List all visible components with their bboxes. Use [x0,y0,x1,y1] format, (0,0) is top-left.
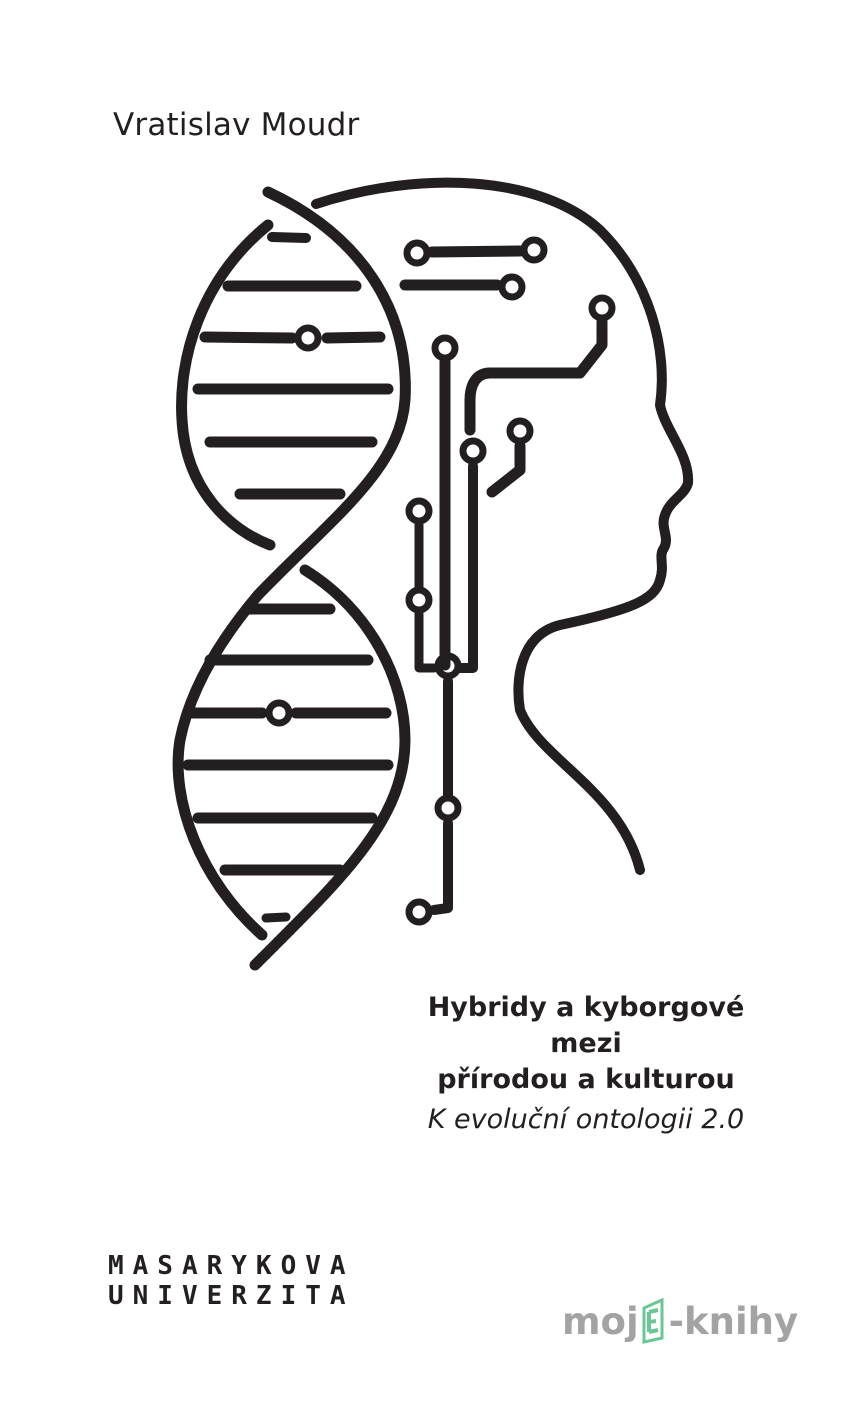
watermark-logo: moj -knihy [562,1298,798,1344]
author-name: Vratislav Moudr [113,107,360,143]
watermark-prefix: moj [562,1299,639,1343]
book-subtitle: K evoluční ontologii 2.0 [427,1104,745,1135]
watermark-suffix: -knihy [668,1299,799,1343]
publisher-line-1: MASARYKOVA [108,1251,355,1281]
publisher-line-2: UNIVERZITA [108,1281,355,1311]
book-title-block: Hybridy a kyborgové mezi přírodou a kult… [400,990,772,1140]
title-line-3: přírodou a kulturou [437,1064,735,1095]
title-line-2: mezi [550,1028,622,1059]
publisher-logo: MASARYKOVA UNIVERZITA [108,1251,355,1311]
book-e-icon [642,1298,664,1344]
title-line-1: Hybridy a kyborgové [427,992,745,1023]
